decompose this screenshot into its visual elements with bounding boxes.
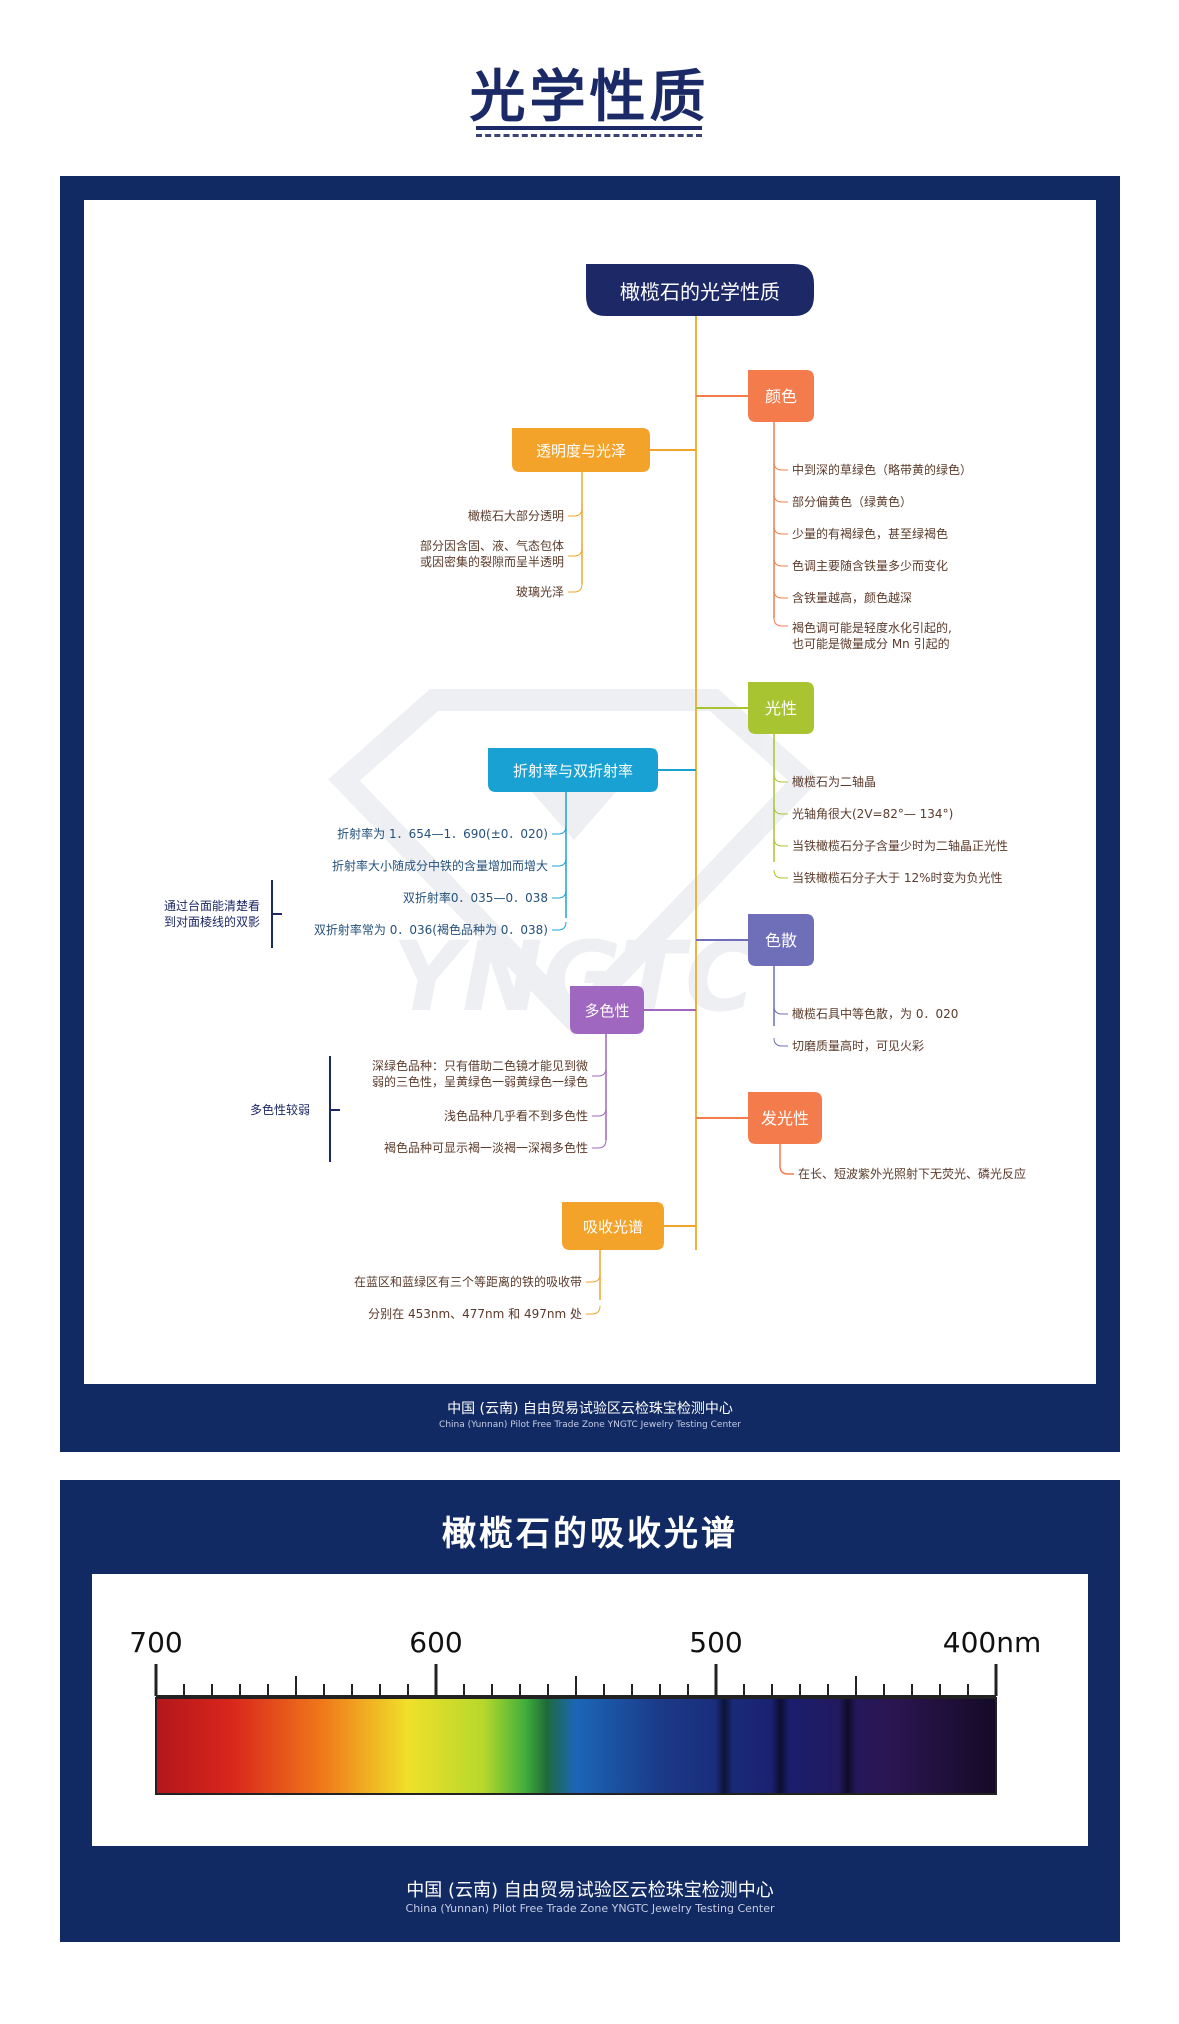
color-item: 色调主要随含铁量多少而变化 xyxy=(792,558,948,573)
panel2-footer-cn: 中国 (云南) 自由贸易试验区云检珠宝检测中心 xyxy=(406,1880,774,1901)
spectrum-title: 橄榄石的吸收光谱 xyxy=(442,1514,738,1554)
dispersion-label: 色散 xyxy=(765,931,797,950)
luminescence-item: 在长、短波紫外光照射下无荧光、磷光反应 xyxy=(798,1166,1026,1181)
absorption-item: 在蓝区和蓝绿区有三个等距离的铁的吸收带 xyxy=(354,1274,582,1289)
optic-item: 橄榄石为二轴晶 xyxy=(792,774,876,789)
color-item: 中到深的草绿色（略带黄的绿色） xyxy=(792,462,972,477)
pleochroism-side-note: 多色性较弱 xyxy=(250,1056,340,1162)
absorption-item: 分别在 453nm、477nm 和 497nm 处 xyxy=(368,1307,582,1321)
dispersion-items: 橄榄石具中等色散，为 0．020 切磨质量高时，可见火彩 xyxy=(773,1005,958,1053)
branch-refraction: 折射率与双折射率 xyxy=(488,748,658,792)
refraction-label: 折射率与双折射率 xyxy=(513,762,633,780)
color-item: 含铁量越高，颜色越深 xyxy=(792,590,912,605)
optic-label: 光性 xyxy=(765,699,797,718)
color-item: 也可能是微量成分 Mn 引起的 xyxy=(792,636,950,651)
branch-color: 颜色 xyxy=(748,370,814,422)
branch-optic: 光性 xyxy=(748,682,814,734)
scale-label-600: 600 xyxy=(409,1626,462,1659)
pleochroism-item: 弱的三色性，呈黄绿色一弱黄绿色一绿色 xyxy=(372,1074,588,1089)
luminescence-items: 在长、短波紫外光照射下无荧光、磷光反应 xyxy=(779,1144,1026,1181)
refraction-item: 双折射率0．035—0．038 xyxy=(403,890,548,905)
branch-transparency: 透明度与光泽 xyxy=(512,428,650,472)
dispersion-item: 橄榄石具中等色散，为 0．020 xyxy=(792,1006,958,1021)
spectrum-box: 700 600 500 400nm xyxy=(92,1574,1088,1846)
panel2-footer-en: China (Yunnan) Pilot Free Trade Zone YNG… xyxy=(405,1902,775,1915)
refraction-items: 折射率为 1．654—1．690(±0．020) 折射率大小随成分中铁的含量增加… xyxy=(314,825,567,937)
color-item: 部分偏黄色（绿黄色） xyxy=(792,494,912,509)
transparency-item: 部分因含固、液、气态包体 xyxy=(420,538,564,553)
refraction-side-text: 通过台面能清楚看 xyxy=(164,898,260,913)
page-title: 光学性质 xyxy=(469,65,710,130)
color-items: 中到深的草绿色（略带黄的绿色） 部分偏黄色（绿黄色） 少量的有褐绿色，甚至绿褐色… xyxy=(773,461,972,651)
pleochroism-items: 深绿色品种：只有借助二色镜才能见到微 弱的三色性，呈黄绿色一弱黄绿色一绿色 浅色… xyxy=(372,1058,607,1155)
mindmap-canvas: YNGTC 橄榄石的光学性质 颜色 中到深的草绿色（略带黄的绿色） 部分偏黄色（… xyxy=(84,200,1096,1384)
optic-item: 当铁橄榄石分子大于 12%时变为负光性 xyxy=(792,870,1003,885)
transparency-label: 透明度与光泽 xyxy=(536,442,626,460)
branch-pleochroism: 多色性 xyxy=(570,986,644,1034)
branch-absorption: 吸收光谱 xyxy=(562,1202,664,1250)
dispersion-item: 切磨质量高时，可见火彩 xyxy=(792,1038,924,1053)
root-node: 橄榄石的光学性质 xyxy=(586,264,814,316)
color-label: 颜色 xyxy=(765,387,797,406)
scale-label-700: 700 xyxy=(129,1626,182,1659)
color-item: 褐色调可能是轻度水化引起的, xyxy=(792,620,952,635)
spectrum-figure: 700 600 500 400nm xyxy=(129,1626,1041,1795)
refraction-item: 双折射率常为 0．036(褐色品种为 0．038) xyxy=(314,922,548,937)
absorption-bands xyxy=(715,1699,857,1793)
pleochroism-item: 浅色品种几乎看不到多色性 xyxy=(444,1109,588,1123)
absorption-band xyxy=(771,1699,790,1793)
absorption-band xyxy=(838,1699,857,1793)
absorption-label: 吸收光谱 xyxy=(583,1218,643,1236)
absorption-band xyxy=(715,1699,734,1793)
scale-label-500: 500 xyxy=(689,1626,742,1659)
refraction-side-note: 通过台面能清楚看 到对面棱线的双影 xyxy=(164,880,282,948)
transparency-item: 橄榄石大部分透明 xyxy=(468,508,564,523)
refraction-item: 折射率大小随成分中铁的含量增加而增大 xyxy=(332,858,548,873)
refraction-item: 折射率为 1．654—1．690(±0．020) xyxy=(337,826,548,841)
transparency-item: 玻璃光泽 xyxy=(516,585,564,599)
mindmap-panel: YNGTC 橄榄石的光学性质 颜色 中到深的草绿色（略带黄的绿色） 部分偏黄色（… xyxy=(60,176,1120,1452)
transparency-items: 橄榄石大部分透明 部分因含固、液、气态包体 或因密集的裂隙而呈半透明 玻璃光泽 xyxy=(420,507,583,599)
luminescence-label: 发光性 xyxy=(761,1109,809,1128)
optic-item: 当铁橄榄石分子含量少时为二轴晶正光性 xyxy=(792,838,1008,853)
optic-item: 光轴角很大(2V=82°— 134°) xyxy=(792,806,953,821)
color-item: 少量的有褐绿色，甚至绿褐色 xyxy=(792,526,948,541)
mindmap-diagram: YNGTC 橄榄石的光学性质 颜色 中到深的草绿色（略带黄的绿色） 部分偏黄色（… xyxy=(164,264,1026,1321)
optic-items: 橄榄石为二轴晶 光轴角很大(2V=82°— 134°) 当铁橄榄石分子含量少时为… xyxy=(773,773,1008,885)
refraction-side-text: 到对面棱线的双影 xyxy=(164,914,260,929)
pleochroism-item: 深绿色品种：只有借助二色镜才能见到微 xyxy=(372,1058,588,1073)
spectrum-bar xyxy=(155,1697,997,1795)
pleochroism-item: 褐色品种可显示褐一淡褐一深褐多色性 xyxy=(384,1140,588,1155)
branch-dispersion: 色散 xyxy=(748,914,814,966)
panel1-footer-cn: 中国 (云南) 自由贸易试验区云检珠宝检测中心 xyxy=(447,1401,733,1417)
transparency-item: 或因密集的裂隙而呈半透明 xyxy=(420,554,564,569)
branch-luminescence: 发光性 xyxy=(748,1092,822,1144)
pleochroism-label: 多色性 xyxy=(584,1002,629,1020)
scale-label-400: 400nm xyxy=(943,1626,1041,1659)
spectrum-panel: 橄榄石的吸收光谱 xyxy=(60,1480,1120,1942)
absorption-items: 在蓝区和蓝绿区有三个等距离的铁的吸收带 分别在 453nm、477nm 和 49… xyxy=(354,1273,601,1321)
title-underline xyxy=(476,126,702,137)
scale-ticks xyxy=(154,1664,998,1696)
panel1-footer-en: China (Yunnan) Pilot Free Trade Zone YNG… xyxy=(439,1420,741,1430)
pleochroism-side-text: 多色性较弱 xyxy=(250,1102,310,1117)
root-label: 橄榄石的光学性质 xyxy=(620,280,780,304)
